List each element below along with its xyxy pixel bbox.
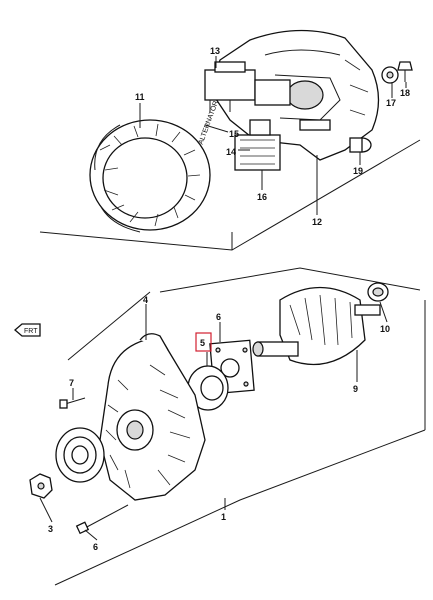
callout-7: 7 bbox=[69, 378, 74, 388]
callout-6-upper: 6 bbox=[216, 312, 221, 322]
stator-assembly[interactable] bbox=[89, 119, 211, 233]
regulator-brush-holder[interactable] bbox=[204, 61, 291, 112]
highlight-box-callout-5 bbox=[195, 332, 212, 352]
through-bolt[interactable] bbox=[75, 504, 129, 535]
callout-12: 12 bbox=[312, 217, 322, 227]
callout-labels: 11 13 15 14 16 12 17 18 19 4 5 6 7 9 10 … bbox=[48, 46, 410, 552]
callout-3: 3 bbox=[48, 524, 53, 534]
front-direction-marker: FRT bbox=[14, 323, 41, 337]
regulator-side-text: ALTERNATOR bbox=[198, 100, 220, 146]
callout-1: 1 bbox=[221, 512, 226, 522]
callout-13: 13 bbox=[210, 46, 220, 56]
callout-15: 15 bbox=[229, 129, 239, 139]
callout-18: 18 bbox=[400, 88, 410, 98]
leader-lines bbox=[39, 56, 407, 541]
callout-5: 5 bbox=[200, 338, 205, 348]
pulley[interactable] bbox=[55, 427, 105, 483]
callout-10: 10 bbox=[380, 324, 390, 334]
callout-9: 9 bbox=[353, 384, 358, 394]
front-marker-text: FRT bbox=[24, 328, 38, 335]
callout-6-lower: 6 bbox=[93, 542, 98, 552]
callout-17: 17 bbox=[386, 98, 396, 108]
callout-16: 16 bbox=[257, 192, 267, 202]
callout-19: 19 bbox=[353, 166, 363, 176]
rear-bearing[interactable] bbox=[367, 282, 389, 302]
front-bearing[interactable] bbox=[187, 365, 229, 411]
rotor-assembly[interactable] bbox=[252, 286, 381, 366]
callout-4: 4 bbox=[143, 295, 148, 305]
mounting-screw[interactable] bbox=[59, 397, 86, 409]
terminal-cap[interactable] bbox=[397, 61, 413, 82]
upper-group-lines bbox=[39, 139, 421, 251]
terminal-nut[interactable] bbox=[381, 66, 399, 84]
callout-14: 14 bbox=[226, 147, 236, 157]
bushing[interactable] bbox=[349, 137, 372, 153]
pulley-nut[interactable] bbox=[29, 473, 53, 499]
front-housing[interactable] bbox=[99, 333, 206, 501]
callout-11: 11 bbox=[135, 92, 145, 102]
